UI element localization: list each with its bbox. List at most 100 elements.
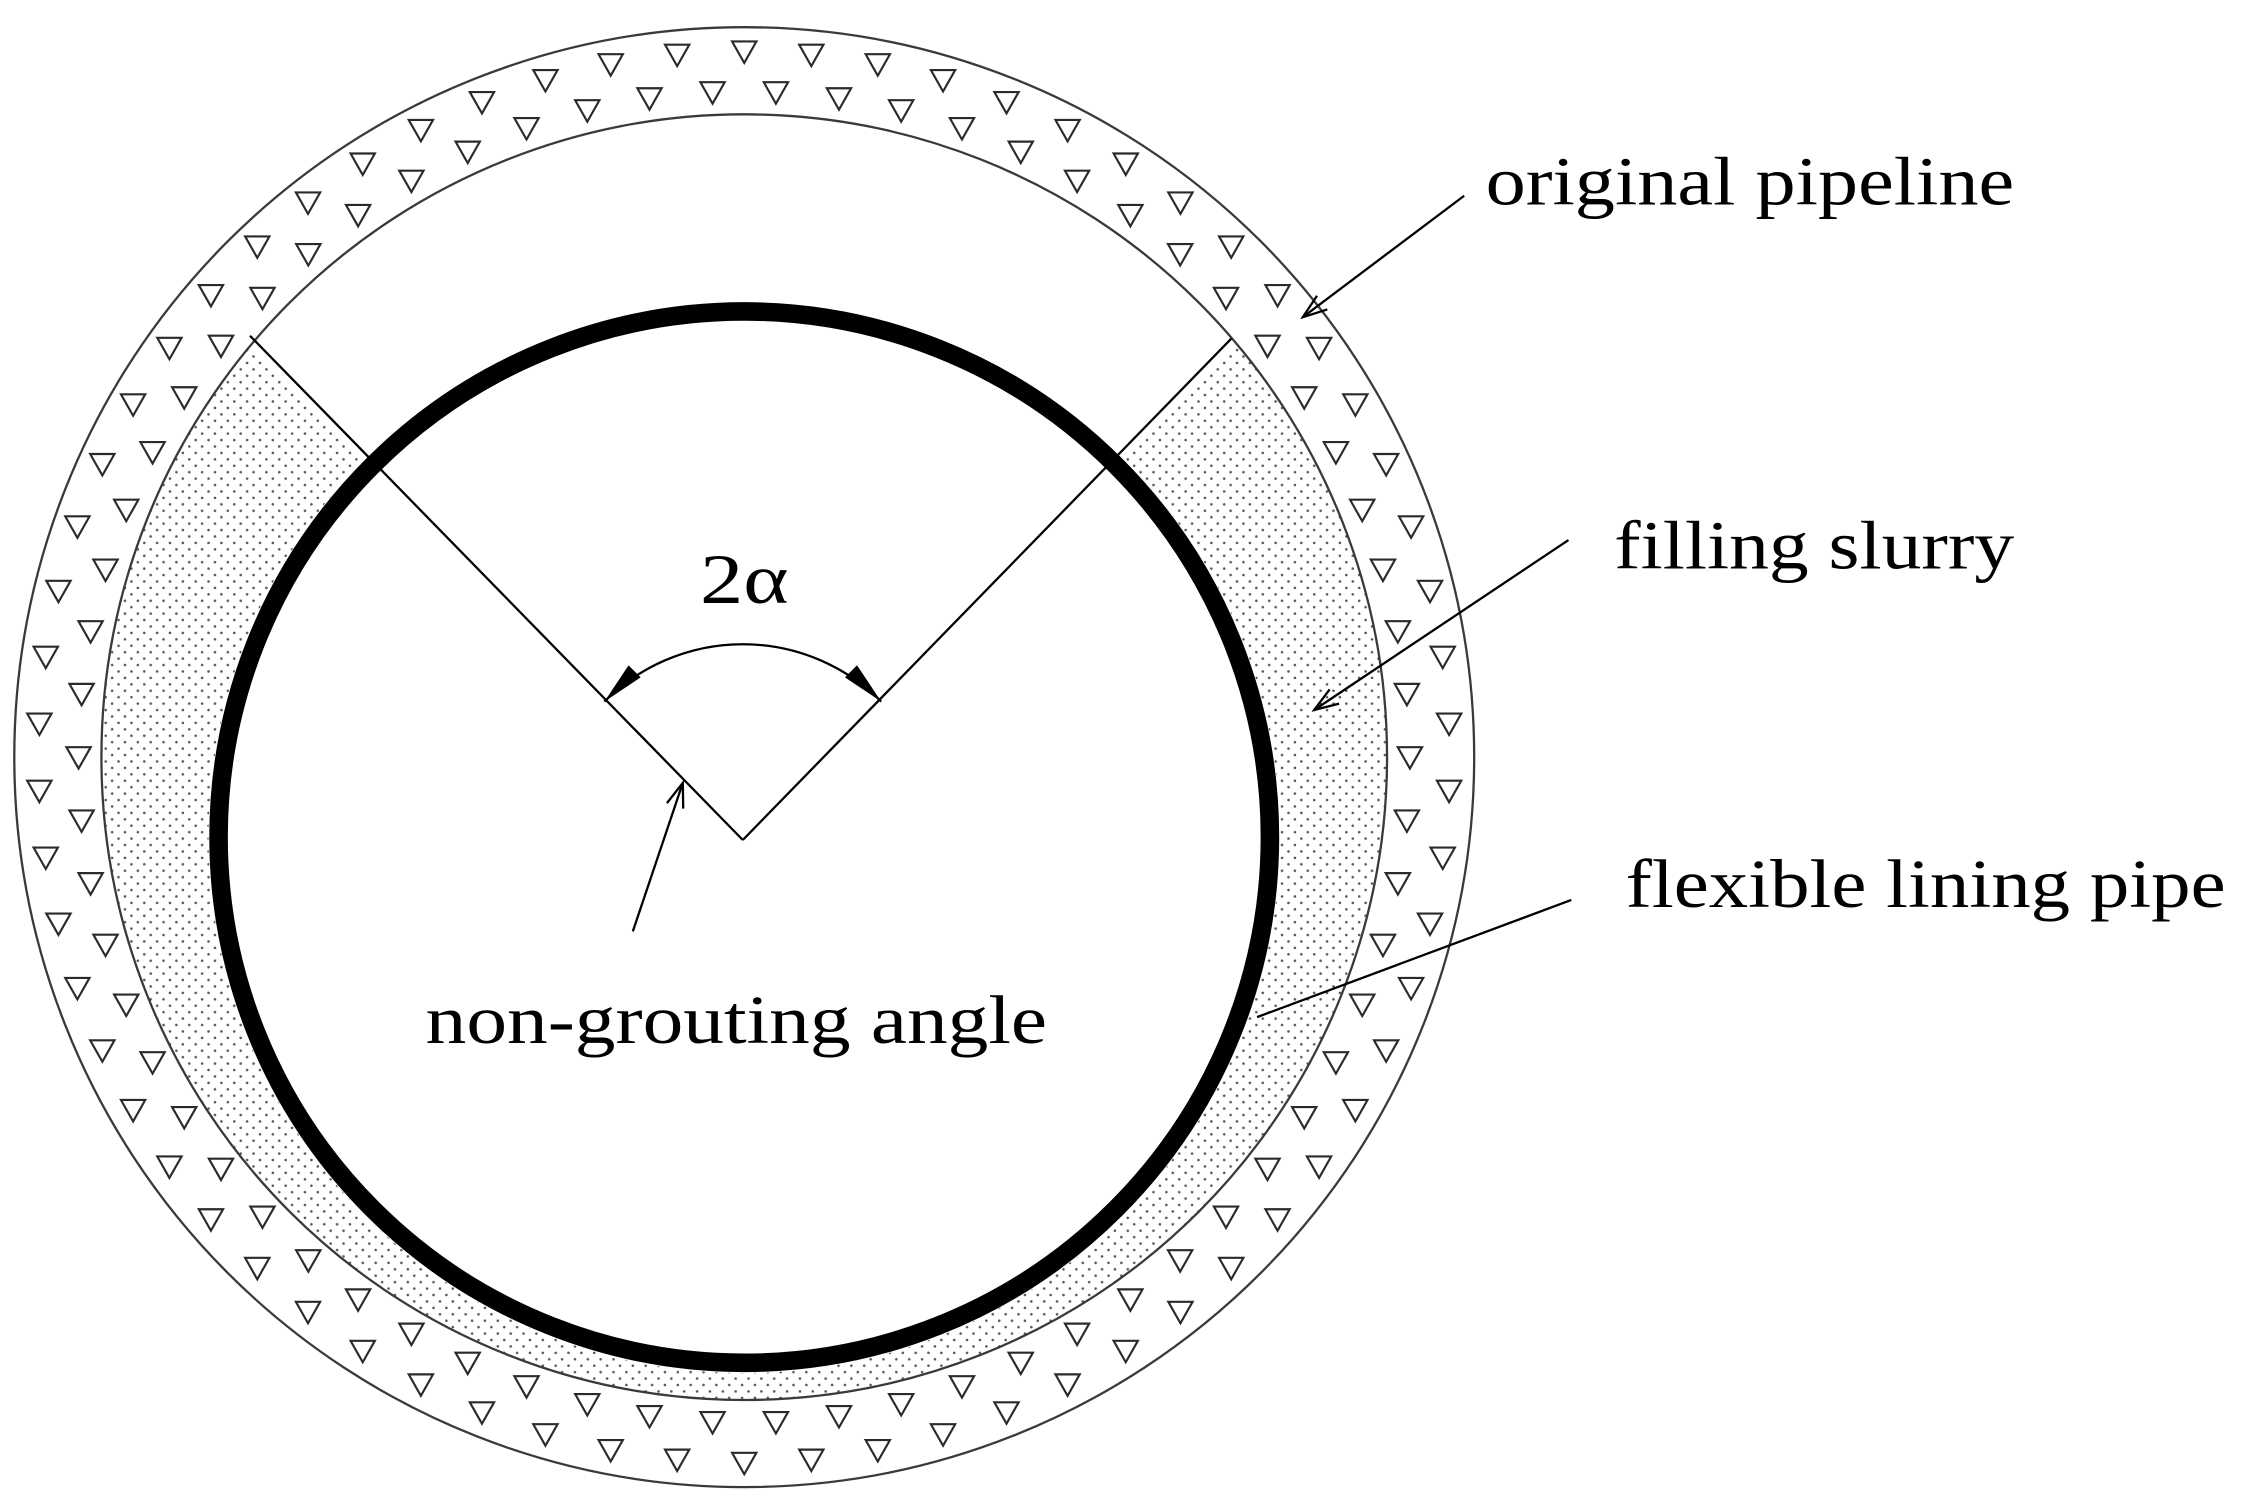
triangle-mark — [1063, 169, 1092, 195]
triangle-mark — [397, 1322, 426, 1348]
triangle-mark — [344, 1288, 373, 1313]
triangle-mark — [531, 1423, 560, 1448]
triangle-mark — [119, 393, 148, 418]
triangle-mark — [1212, 286, 1240, 312]
triangle-mark — [243, 235, 272, 261]
triangle-mark — [1006, 140, 1035, 166]
triangle-mark — [992, 90, 1021, 116]
triangle-mark — [406, 1373, 435, 1398]
triangle-mark — [1368, 558, 1397, 584]
triangle-mark — [863, 53, 892, 78]
triangle-mark — [887, 99, 916, 124]
original-pipeline-wall-pattern — [25, 40, 1464, 1477]
triangle-mark — [992, 1401, 1021, 1426]
triangle-mark — [1397, 515, 1426, 540]
triangle-mark — [1263, 1208, 1292, 1233]
triangle-mark — [573, 1392, 602, 1418]
angle-symbol-label: 2α — [700, 540, 789, 619]
triangle-mark — [1435, 779, 1464, 805]
triangle-mark — [1392, 682, 1421, 708]
triangle-mark — [512, 117, 541, 142]
triangle-mark — [196, 1208, 225, 1233]
triangle-mark — [196, 283, 225, 309]
triangle-mark — [698, 81, 727, 106]
triangle-mark — [25, 712, 54, 738]
triangle-mark — [1321, 441, 1350, 466]
triangle-mark — [67, 809, 96, 835]
triangle-mark — [294, 191, 323, 217]
triangle-mark — [1372, 1039, 1401, 1064]
triangle-mark — [596, 53, 625, 78]
triangle-mark — [1253, 334, 1282, 360]
triangle-mark — [1111, 1339, 1140, 1365]
triangle-mark — [1372, 452, 1401, 478]
triangle-mark — [1111, 152, 1140, 178]
triangle-mark — [1348, 993, 1377, 1019]
triangle-mark — [1253, 1157, 1282, 1183]
triangle-mark — [730, 40, 759, 66]
triangle-mark — [467, 90, 496, 116]
flexible-lining-pipe-ring — [209, 302, 1280, 1373]
triangle-mark — [453, 1351, 482, 1377]
triangle-mark — [88, 1039, 117, 1064]
original-pipeline-arrow — [1303, 194, 1465, 317]
triangle-mark — [1435, 712, 1464, 738]
triangle-mark — [119, 1098, 148, 1124]
triangle-mark — [138, 441, 167, 466]
triangle-mark — [1166, 242, 1195, 268]
triangle-mark — [63, 976, 92, 1002]
triangle-mark — [1212, 1205, 1240, 1231]
angle-arc — [603, 643, 883, 703]
triangle-mark — [1383, 620, 1412, 645]
triangle-mark — [155, 336, 184, 362]
triangle-mark — [824, 1404, 853, 1430]
triangle-mark — [596, 1438, 625, 1464]
triangle-mark — [1397, 976, 1426, 1002]
triangle-mark — [1321, 1051, 1350, 1076]
triangle-mark — [1416, 579, 1444, 605]
triangle-mark — [170, 386, 199, 411]
triangle-mark — [1428, 645, 1457, 671]
non-grouting-boundary-right — [741, 337, 1233, 841]
triangle-mark — [170, 1105, 199, 1131]
triangle-mark — [31, 645, 60, 671]
triangle-mark — [453, 140, 482, 166]
triangle-mark — [1063, 1322, 1092, 1348]
non-grouting-boundary-left — [249, 334, 744, 841]
triangle-mark — [1341, 393, 1370, 418]
triangle-mark — [44, 912, 73, 938]
triangle-mark — [1305, 1155, 1334, 1181]
triangle-mark — [67, 682, 96, 708]
triangle-mark — [112, 498, 141, 524]
triangle-mark — [397, 169, 426, 195]
triangle-mark — [797, 43, 826, 69]
triangle-mark — [761, 81, 790, 106]
triangle-mark — [1383, 872, 1412, 897]
triangle-mark — [155, 1155, 184, 1181]
triangle-mark — [1341, 1098, 1370, 1124]
triangle-mark — [1166, 1300, 1195, 1326]
triangle-mark — [573, 99, 602, 124]
triangle-mark — [44, 579, 73, 605]
triangle-mark — [531, 68, 560, 94]
triangle-mark — [294, 242, 323, 268]
non-grouting-angle-arrow — [631, 783, 683, 932]
triangle-mark — [947, 1375, 976, 1400]
triangle-mark — [467, 1401, 496, 1426]
filling-slurry-label: filling slurry — [1614, 508, 2014, 584]
triangle-mark — [248, 1205, 277, 1231]
triangle-mark — [1305, 336, 1334, 362]
triangle-mark — [138, 1051, 167, 1076]
triangle-mark — [1166, 1249, 1195, 1274]
triangle-mark — [76, 872, 105, 897]
triangle-mark — [1290, 386, 1319, 411]
triangle-mark — [243, 1256, 272, 1282]
triangle-mark — [112, 993, 141, 1019]
triangle-mark — [1053, 118, 1082, 144]
triangle-mark — [663, 43, 692, 69]
triangle-mark — [76, 620, 105, 645]
triangle-mark — [406, 118, 435, 144]
triangle-mark — [863, 1438, 892, 1464]
filling-slurry-arrow — [1314, 539, 1570, 710]
triangle-mark — [1053, 1373, 1082, 1398]
